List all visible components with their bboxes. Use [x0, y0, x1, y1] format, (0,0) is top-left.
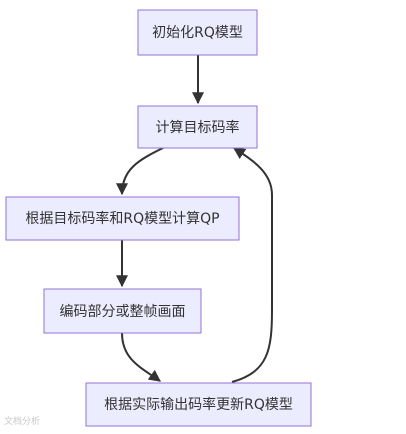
node-update: 根据实际输出码率更新RQ模型: [85, 382, 312, 427]
node-compute-qp-label: 根据目标码率和RQ模型计算QP: [25, 210, 219, 227]
watermark: 文档分析: [4, 417, 41, 427]
node-init-label: 初始化RQ模型: [152, 24, 243, 41]
edge-compute-rate-to-compute-qp: [116, 147, 164, 196]
node-update-label: 根据实际输出码率更新RQ模型: [104, 396, 293, 413]
node-compute-rate-label: 计算目标码率: [156, 119, 240, 136]
node-encode-label: 编码部分或整帧画面: [60, 304, 186, 320]
edge-encode-to-update: [121, 332, 161, 382]
node-encode: 编码部分或整帧画面: [43, 288, 202, 334]
node-compute-rate: 计算目标码率: [137, 105, 258, 149]
node-compute-qp: 根据目标码率和RQ模型计算QP: [5, 196, 240, 241]
node-init: 初始化RQ模型: [137, 9, 258, 56]
edge-update-to-compute-rate: [231, 147, 273, 383]
